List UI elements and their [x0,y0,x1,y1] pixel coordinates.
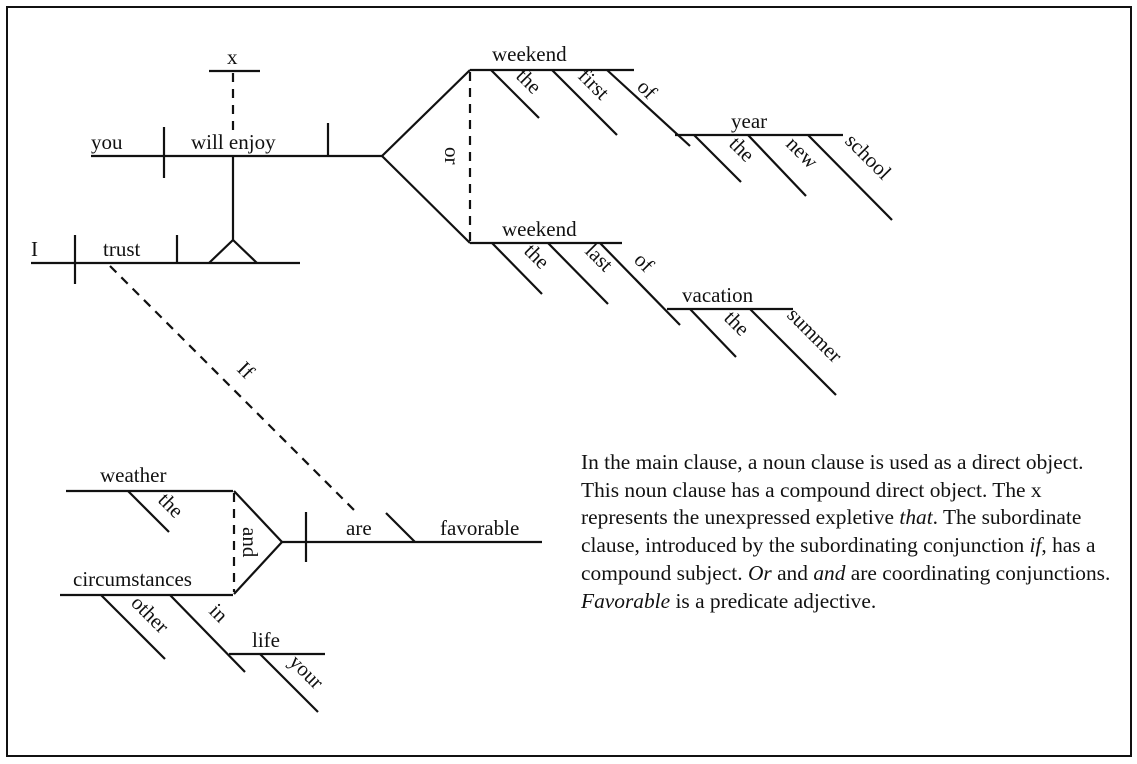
predicate-adjective-divider [385,512,416,543]
object-2-prep-modifier-line [689,308,737,358]
object-2-preposition: of [629,248,658,277]
subject-2-prep-modifier-line [259,653,319,713]
pedestal [208,238,258,264]
and-conjunction: and [238,527,262,558]
subordinate-verb: are [346,516,372,540]
object-1-prep-modifier: the [724,132,759,167]
explanation-segment: are coordinating conjunctions. [845,560,1111,585]
object-1-modifier-line [551,69,618,136]
explanation-segment: , has a compound subject. [581,533,1096,585]
explanation-segment: and [771,560,814,585]
explanation-segment: . The subordinate clause, introduced by … [581,505,1082,558]
explanation-text: In the main clause, a noun clause is use… [581,449,1111,615]
subject-1-modifier-line [127,490,170,533]
object-1-prep-object: year [731,109,767,133]
object-2-prep-modifier-line [749,308,837,396]
main-subject: I [31,237,38,261]
explanation-segment: is a predicate adjective. [670,588,877,613]
noun-clause: x you will enjoy or weekend the first of… [91,42,896,396]
subject-2-preposition-line [169,594,246,673]
noun-clause-verb: will enjoy [191,130,276,154]
subject-2-word: circumstances [73,567,192,591]
subject-1-word: weather [100,463,166,487]
object-2-prep-object: vacation [682,283,754,307]
object-1-modifier: the [511,64,546,99]
subject-1-modifier: the [153,488,188,523]
if-connector-line [109,265,357,513]
or-fork-lower [381,155,471,244]
and-fork-upper [233,490,283,543]
explanation-italic-term: that [899,505,933,530]
object-2-word: weekend [502,217,577,241]
explanation-italic-term: and [813,560,846,585]
object-1-preposition-line [606,69,691,147]
object-1-word: weekend [492,42,567,66]
expletive: x [227,45,238,69]
object-2-modifier-line [547,242,609,305]
subject-2-modifier: other [126,591,173,638]
explanation-italic-term: Or [747,560,772,585]
explanation-segment: In the main clause, a noun clause is use… [581,450,1084,530]
subordinate-clause: weather the circumstances other in life … [60,463,542,713]
if-conjunction: If [232,357,259,384]
object-1-prep-modifier-line [747,134,807,197]
explanation-italic-term: if [1029,533,1042,558]
object-1-prep-modifier-line [693,134,742,183]
diagram-frame [6,6,1132,757]
main-clause: I trust [31,156,300,284]
object-2-prep-modifier: summer [782,303,847,368]
object-2-modifier-line [491,242,543,295]
object-2-prep-modifier: the [719,306,754,341]
subject-2-modifier-line [100,594,166,660]
subject-2-preposition: in [204,599,233,628]
subject-2-prep-object: life [252,628,280,652]
explanation-italic-term: Favorable [581,588,671,613]
object-1-prep-modifier-line [807,134,893,221]
noun-clause-subject: you [91,130,123,154]
object-2-preposition-line [599,242,681,326]
object-1-modifier-line [490,69,540,119]
subject-2-prep-modifier: your [284,650,328,694]
or-conjunction: or [440,147,464,165]
or-fork-upper [381,69,471,157]
predicate-adjective: favorable [440,516,519,540]
object-1-preposition: of [632,75,661,104]
main-verb: trust [103,237,141,261]
object-2-modifier: last [580,239,618,277]
and-fork-lower [233,541,283,595]
object-1-prep-modifier: new [781,132,823,174]
